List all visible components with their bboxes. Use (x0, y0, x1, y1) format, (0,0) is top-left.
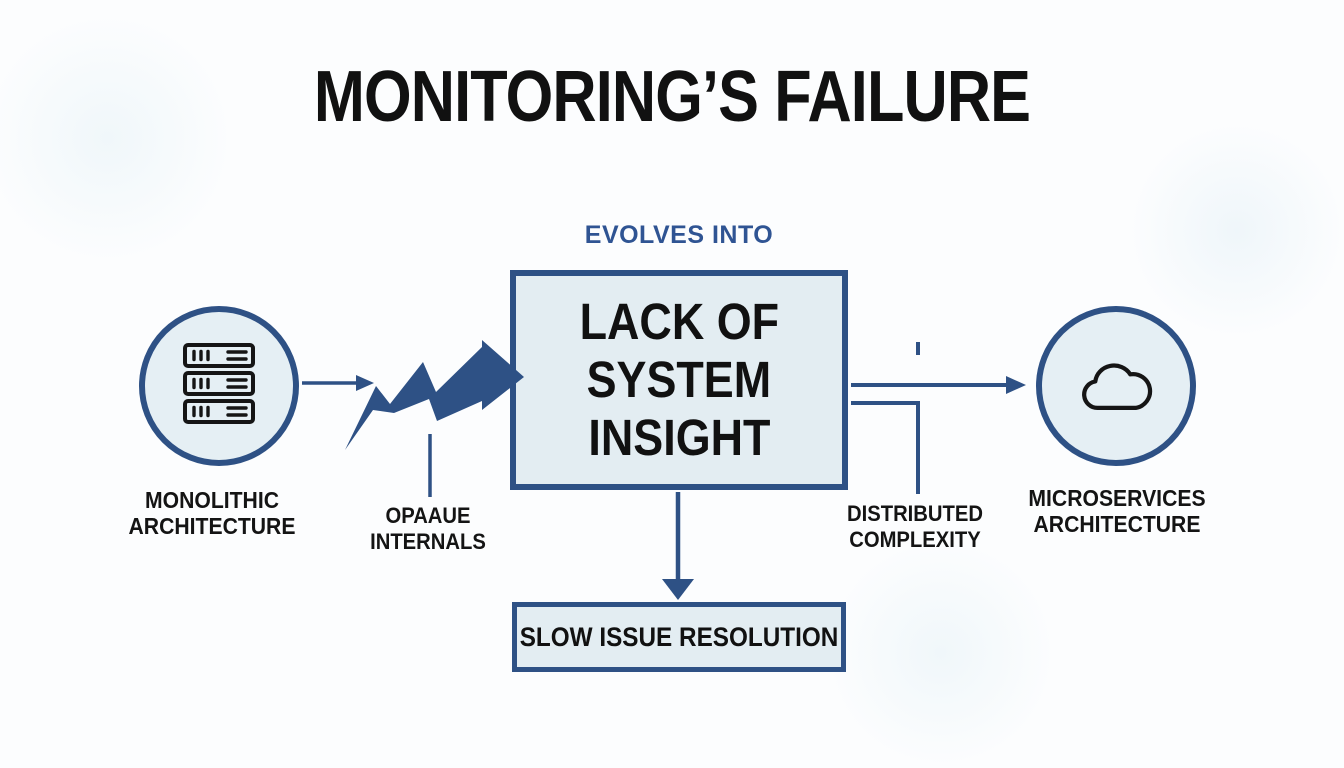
opaque-label-line-2: INTERNALS (370, 529, 486, 554)
zigzag-arrow (345, 340, 524, 450)
monolithic-node (139, 306, 299, 466)
server-rack-icon (178, 341, 260, 432)
distributed-label-line-1: DISTRIBUTED (846, 501, 984, 526)
microservices-architecture-label: MICROSERVICES ARCHITECTURE (997, 485, 1237, 537)
right-arrow (851, 376, 1026, 394)
microservices-label-line-1: MICROSERVICES (1028, 485, 1206, 511)
page-title: MONITORING’S FAILURE (313, 57, 1031, 137)
distributed-connector (851, 401, 920, 494)
distributed-complexity-label: DISTRIBUTED COMPLEXITY (815, 501, 1015, 553)
center-box-line-3: INSIGHT (587, 409, 771, 466)
lack-of-insight-box: LACK OF SYSTEM INSIGHT (510, 270, 848, 490)
left-arrow (302, 375, 374, 391)
cloud-icon (1070, 350, 1162, 423)
evolves-into-label: EVOLVES INTO (584, 221, 774, 249)
microservices-node (1036, 306, 1196, 466)
slow-issue-resolution-box: SLOW ISSUE RESOLUTION (512, 602, 846, 672)
bottom-box-label: SLOW ISSUE RESOLUTION (519, 621, 839, 652)
opaque-label-line-1: OPAAUE (385, 503, 471, 528)
distributed-label-line-2: COMPLEXITY (849, 527, 981, 552)
monolithic-architecture-label: MONOLITHIC ARCHITECTURE (92, 487, 332, 539)
down-arrow (662, 492, 694, 600)
opaque-internals-label: OPAAUE INTERNALS (328, 503, 528, 555)
center-box-line-1: LACK OF (579, 293, 779, 350)
center-box-line-2: SYSTEM (586, 351, 772, 408)
microservices-label-line-2: ARCHITECTURE (1033, 511, 1201, 537)
monolithic-label-line-1: MONOLITHIC (144, 487, 280, 513)
monolithic-label-line-2: ARCHITECTURE (128, 513, 296, 539)
